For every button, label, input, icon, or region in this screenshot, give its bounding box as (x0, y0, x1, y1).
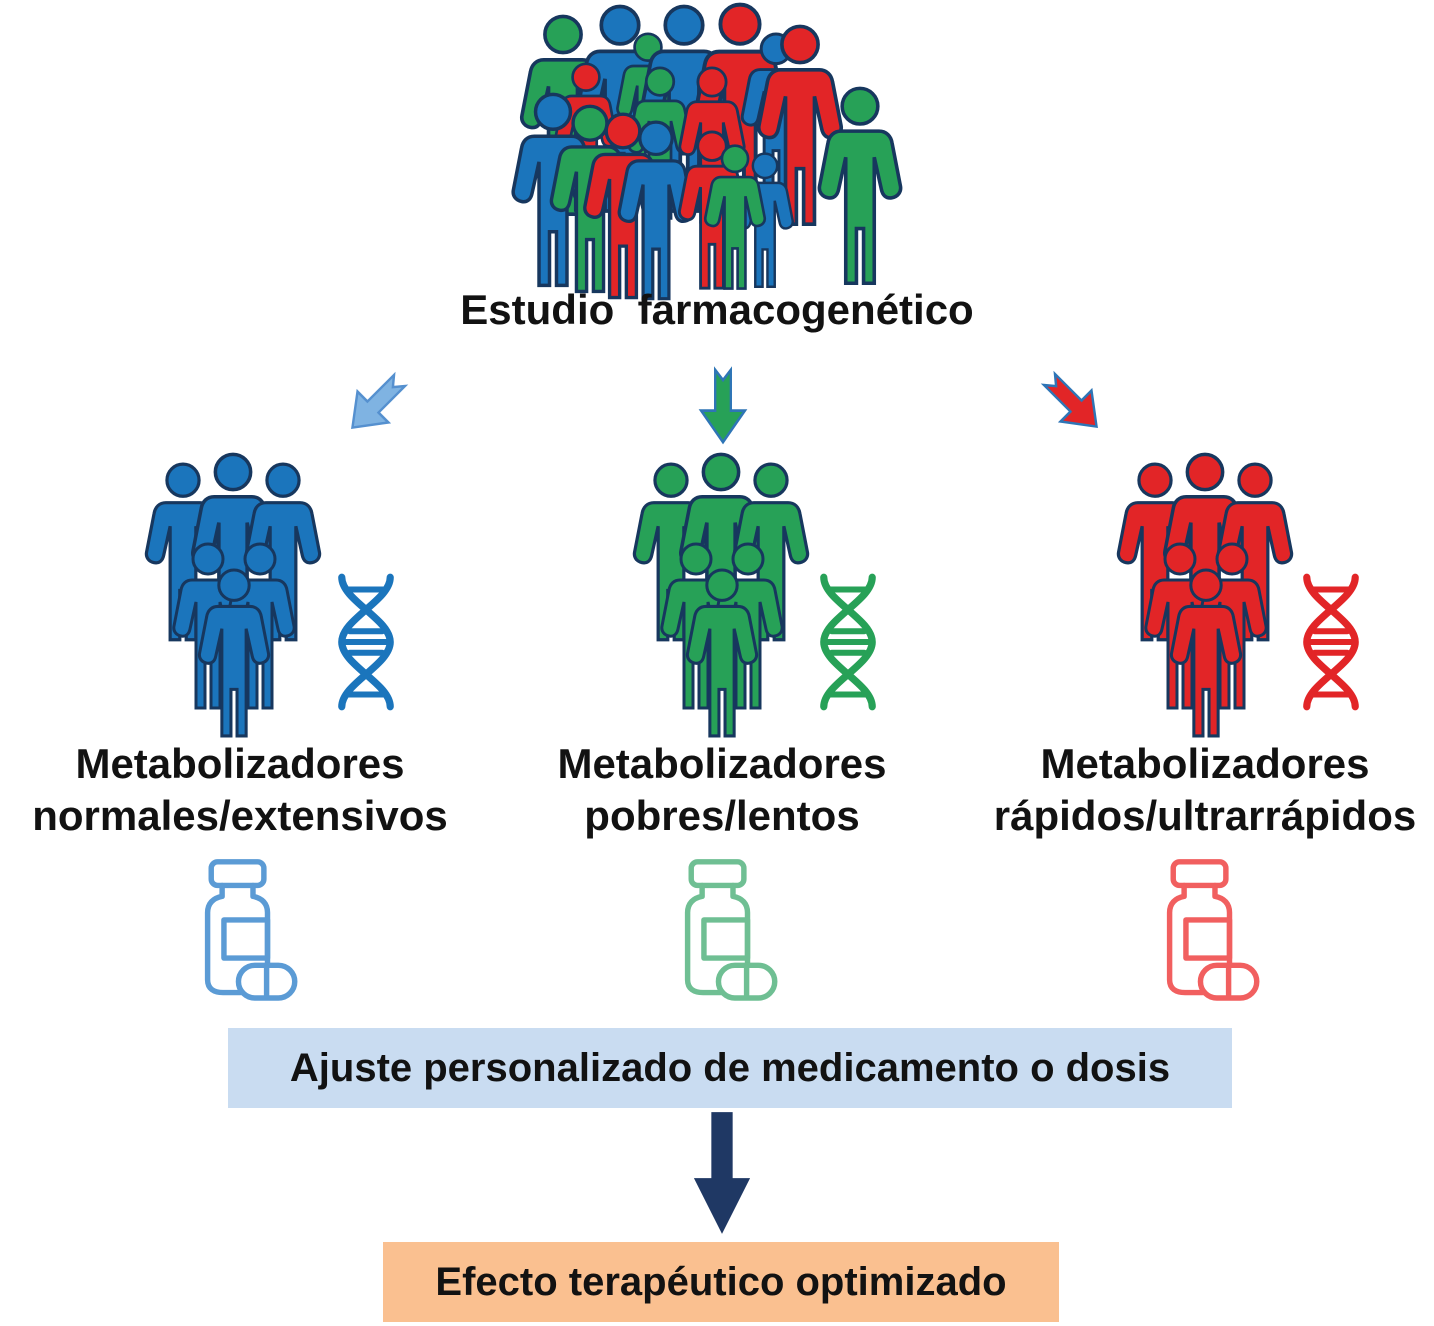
people-group-icon (144, 452, 322, 738)
group-label-line1: Metabolizadores (75, 740, 405, 787)
group-label-line2: rápidos/ultrarrápidos (993, 792, 1417, 839)
adjustment-box: Ajuste personalizado de medicamento o do… (228, 1028, 1232, 1108)
group-label-line2: normales/extensivos (32, 792, 448, 839)
people-group-icon (632, 452, 810, 738)
group-label-normal: Metabolizadores normales/extensivos (0, 738, 490, 842)
dna-helix-icon (330, 572, 402, 712)
arrow-down-right-icon (1032, 362, 1114, 444)
diagram-title: Estudio farmacogenético (460, 286, 974, 333)
crowd-of-people-icon (511, 2, 903, 301)
pill-bottle-icon (664, 854, 782, 1004)
pill-bottle-icon (184, 854, 302, 1004)
dna-helix-icon (1295, 572, 1367, 712)
group-label-poor: Metabolizadores pobres/lentos (472, 738, 972, 842)
pill-bottle-icon (1146, 854, 1264, 1004)
arrow-down-icon (699, 368, 747, 444)
arrow-down-left-icon (335, 363, 417, 445)
group-label-rapid: Metabolizadores rápidos/ultrarrápidos (955, 738, 1434, 842)
dna-helix-icon (812, 572, 884, 712)
group-label-line1: Metabolizadores (1040, 740, 1370, 787)
group-label-line1: Metabolizadores (557, 740, 887, 787)
people-group-icon (1116, 452, 1294, 738)
group-label-line2: pobres/lentos (584, 792, 860, 839)
outcome-box: Efecto terapéutico optimizado (383, 1242, 1059, 1322)
arrow-down-icon (693, 1112, 751, 1234)
